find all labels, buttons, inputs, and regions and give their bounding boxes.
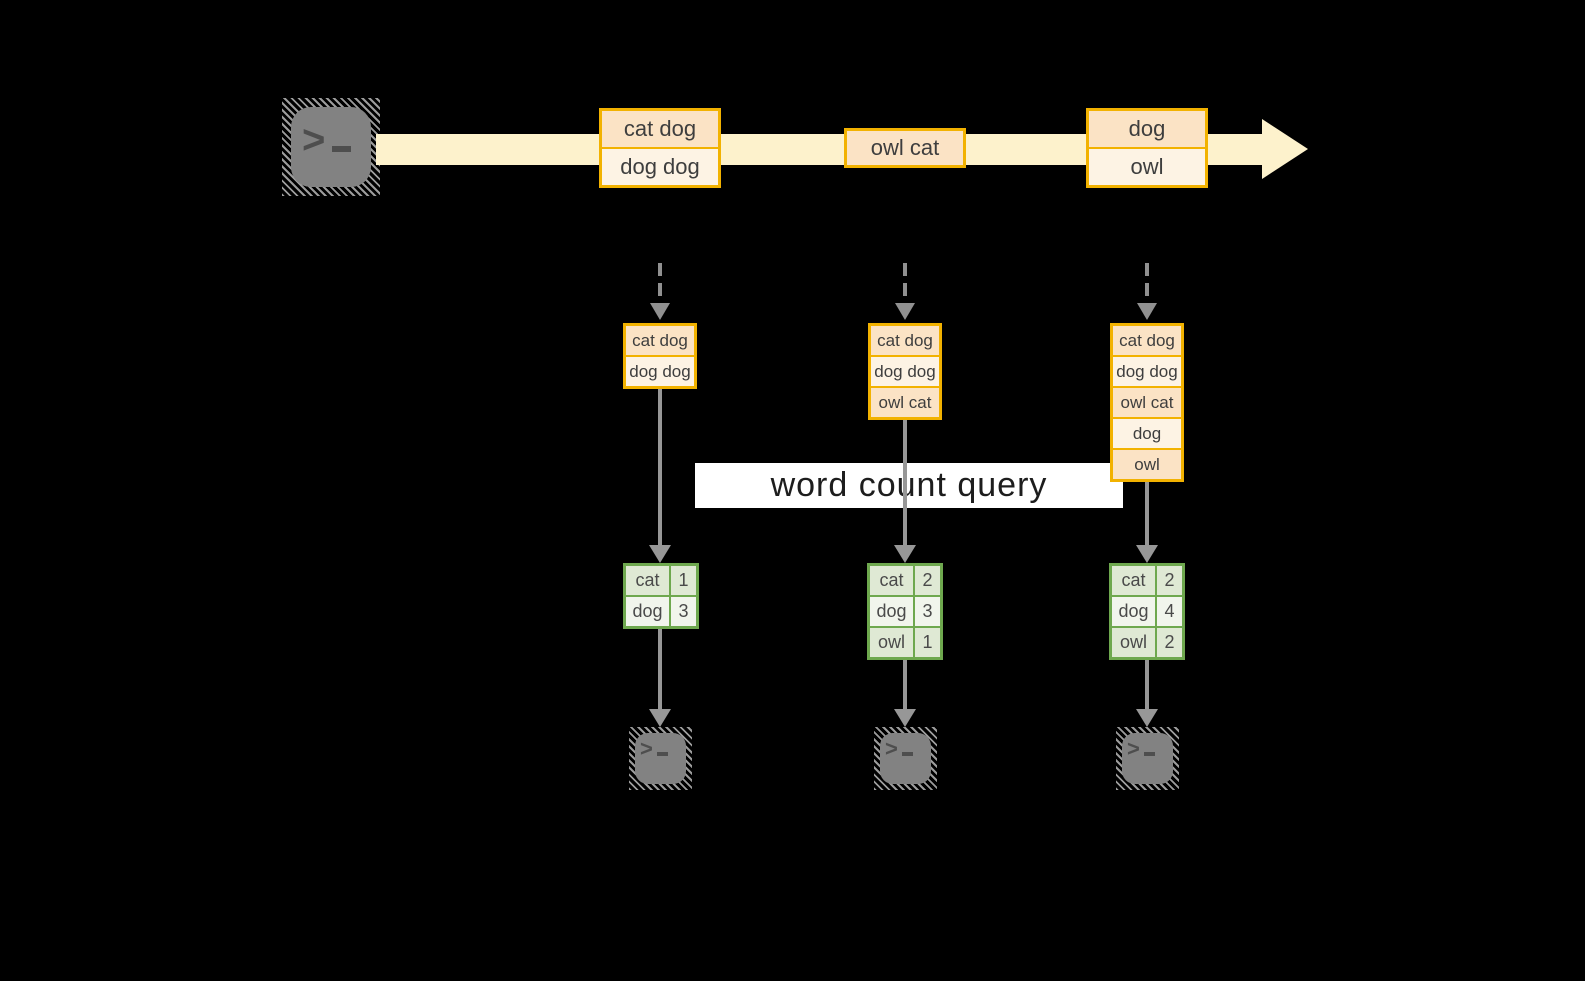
count-cell: 2 xyxy=(1157,628,1182,657)
sink-terminal-1-icon: > xyxy=(629,727,692,790)
table-row: owl 1 xyxy=(870,628,940,657)
stream-event-1: cat dog dog dog xyxy=(599,108,721,188)
table-row: owl 2 xyxy=(1112,628,1182,657)
buffer-line: owl cat xyxy=(1113,388,1181,417)
buffer-line: cat dog xyxy=(1113,326,1181,355)
input-buffer-3: cat dog dog dog owl cat dog owl xyxy=(1110,323,1184,482)
word-cell: owl xyxy=(870,628,913,657)
event-line: dog xyxy=(1089,111,1205,147)
stream-event-2: owl cat xyxy=(844,128,966,168)
count-cell: 4 xyxy=(1157,597,1182,626)
word-cell: dog xyxy=(870,597,913,626)
word-cell: cat xyxy=(1112,566,1155,595)
stream-event-3: dog owl xyxy=(1086,108,1208,188)
buffer-line: owl xyxy=(1113,450,1181,479)
ingest-arrow-3-icon xyxy=(1137,263,1157,320)
sink-terminal-2-icon: > xyxy=(874,727,937,790)
input-buffer-1: cat dog dog dog xyxy=(623,323,697,389)
terminal-face xyxy=(291,107,371,187)
ingest-arrow-1-icon xyxy=(650,263,670,320)
prompt-icon: > xyxy=(302,120,352,160)
event-line: cat dog xyxy=(602,111,718,147)
buffer-line: owl cat xyxy=(871,388,939,417)
table-row: cat 2 xyxy=(1112,566,1182,595)
count-cell: 3 xyxy=(915,597,940,626)
word-cell: dog xyxy=(1112,597,1155,626)
count-table-2: cat 2 dog 3 owl 1 xyxy=(867,563,943,660)
emit-arrow-3-icon xyxy=(1136,660,1158,727)
buffer-line: dog dog xyxy=(1113,357,1181,386)
query-arrow-2-icon xyxy=(894,420,916,563)
count-cell: 2 xyxy=(915,566,940,595)
count-cell: 1 xyxy=(915,628,940,657)
word-cell: dog xyxy=(626,597,669,626)
word-cell: cat xyxy=(870,566,913,595)
table-row: dog 3 xyxy=(870,597,940,626)
prompt-icon: > xyxy=(640,738,668,760)
ingest-arrow-2-icon xyxy=(895,263,915,320)
event-line: owl xyxy=(1089,149,1205,185)
table-row: dog 4 xyxy=(1112,597,1182,626)
count-cell: 3 xyxy=(671,597,696,626)
buffer-line: dog dog xyxy=(626,357,694,386)
input-buffer-2: cat dog dog dog owl cat xyxy=(868,323,942,420)
event-line: owl cat xyxy=(847,131,963,165)
emit-arrow-2-icon xyxy=(894,660,916,727)
table-row: dog 3 xyxy=(626,597,696,626)
event-line: dog dog xyxy=(602,149,718,185)
source-terminal-icon: > xyxy=(282,98,380,196)
query-arrow-1-icon xyxy=(649,389,671,563)
count-cell: 2 xyxy=(1157,566,1182,595)
buffer-line: dog dog xyxy=(871,357,939,386)
buffer-line: cat dog xyxy=(626,326,694,355)
buffer-line: cat dog xyxy=(871,326,939,355)
query-arrow-3-icon xyxy=(1136,482,1158,563)
word-cell: cat xyxy=(626,566,669,595)
prompt-icon: > xyxy=(1127,738,1155,760)
stream-arrowhead-icon xyxy=(1262,119,1308,179)
emit-arrow-1-icon xyxy=(649,629,671,727)
buffer-line: dog xyxy=(1113,419,1181,448)
table-row: cat 1 xyxy=(626,566,696,595)
count-cell: 1 xyxy=(671,566,696,595)
sink-terminal-3-icon: > xyxy=(1116,727,1179,790)
word-cell: owl xyxy=(1112,628,1155,657)
prompt-icon: > xyxy=(885,738,913,760)
count-table-3: cat 2 dog 4 owl 2 xyxy=(1109,563,1185,660)
count-table-1: cat 1 dog 3 xyxy=(623,563,699,629)
query-banner: word count query xyxy=(695,463,1123,508)
table-row: cat 2 xyxy=(870,566,940,595)
